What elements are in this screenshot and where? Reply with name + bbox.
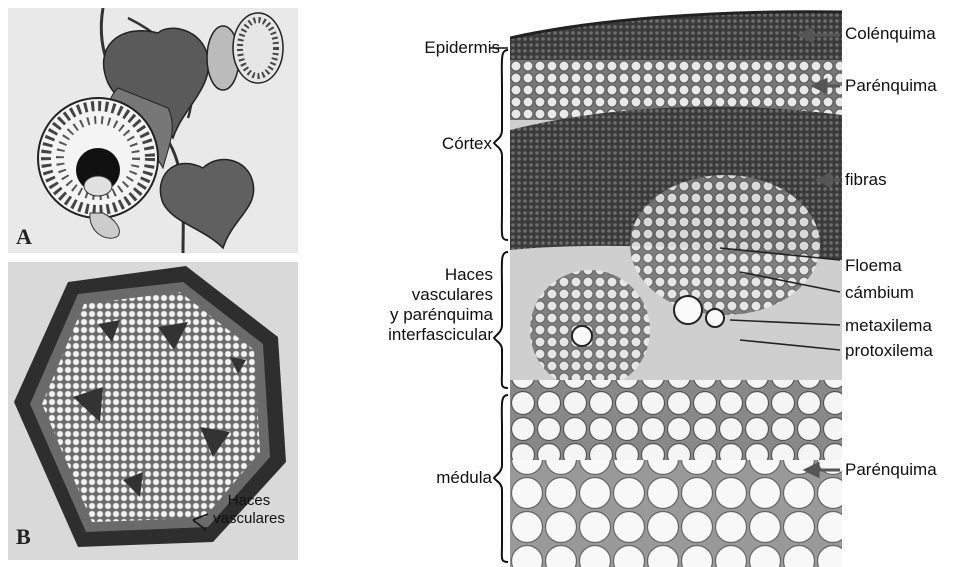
panel-a-plant-illustration: A — [8, 8, 298, 253]
label-metaxilema: metaxilema — [845, 316, 932, 336]
cortex-bracket — [494, 50, 508, 240]
label-haces-line1: Haces — [345, 265, 493, 285]
left-brackets — [490, 40, 512, 565]
label-protoxilema: protoxilema — [845, 341, 933, 361]
panel-b-stem-cross-section: B Haces vasculares — [8, 262, 298, 560]
label-epidermis: Epidermis — [380, 38, 500, 58]
label-fibras: fibras — [845, 170, 887, 190]
label-cortex: Córtex — [380, 134, 492, 154]
label-haces-line3: y parénquima — [345, 305, 493, 325]
label-parenquima-top: Parénquima — [845, 76, 937, 96]
panel-a-letter: A — [16, 224, 32, 250]
panel-b-letter: B — [16, 524, 31, 550]
label-cambium: cámbium — [845, 283, 914, 303]
right-pointers — [700, 0, 850, 567]
panel-b-label-line1: Haces — [204, 492, 294, 510]
haces-bracket — [494, 252, 508, 388]
label-floema: Floema — [845, 256, 902, 276]
panel-b-vascular-label: Haces vasculares — [204, 492, 294, 528]
panel-b-label-line2: vasculares — [204, 510, 294, 528]
medula-bracket — [494, 395, 508, 562]
label-haces-line4: interfascicular — [345, 325, 493, 345]
label-haces-line2: vasculares — [345, 285, 493, 305]
leaf — [160, 160, 253, 248]
label-haces-vasculares: Haces vasculares y parénquima interfasci… — [345, 265, 493, 345]
label-parenquima-bottom: Parénquima — [845, 460, 937, 480]
label-medula: médula — [380, 468, 492, 488]
label-colenquima: Colénquima — [845, 24, 936, 44]
plant-illustration — [8, 8, 298, 253]
